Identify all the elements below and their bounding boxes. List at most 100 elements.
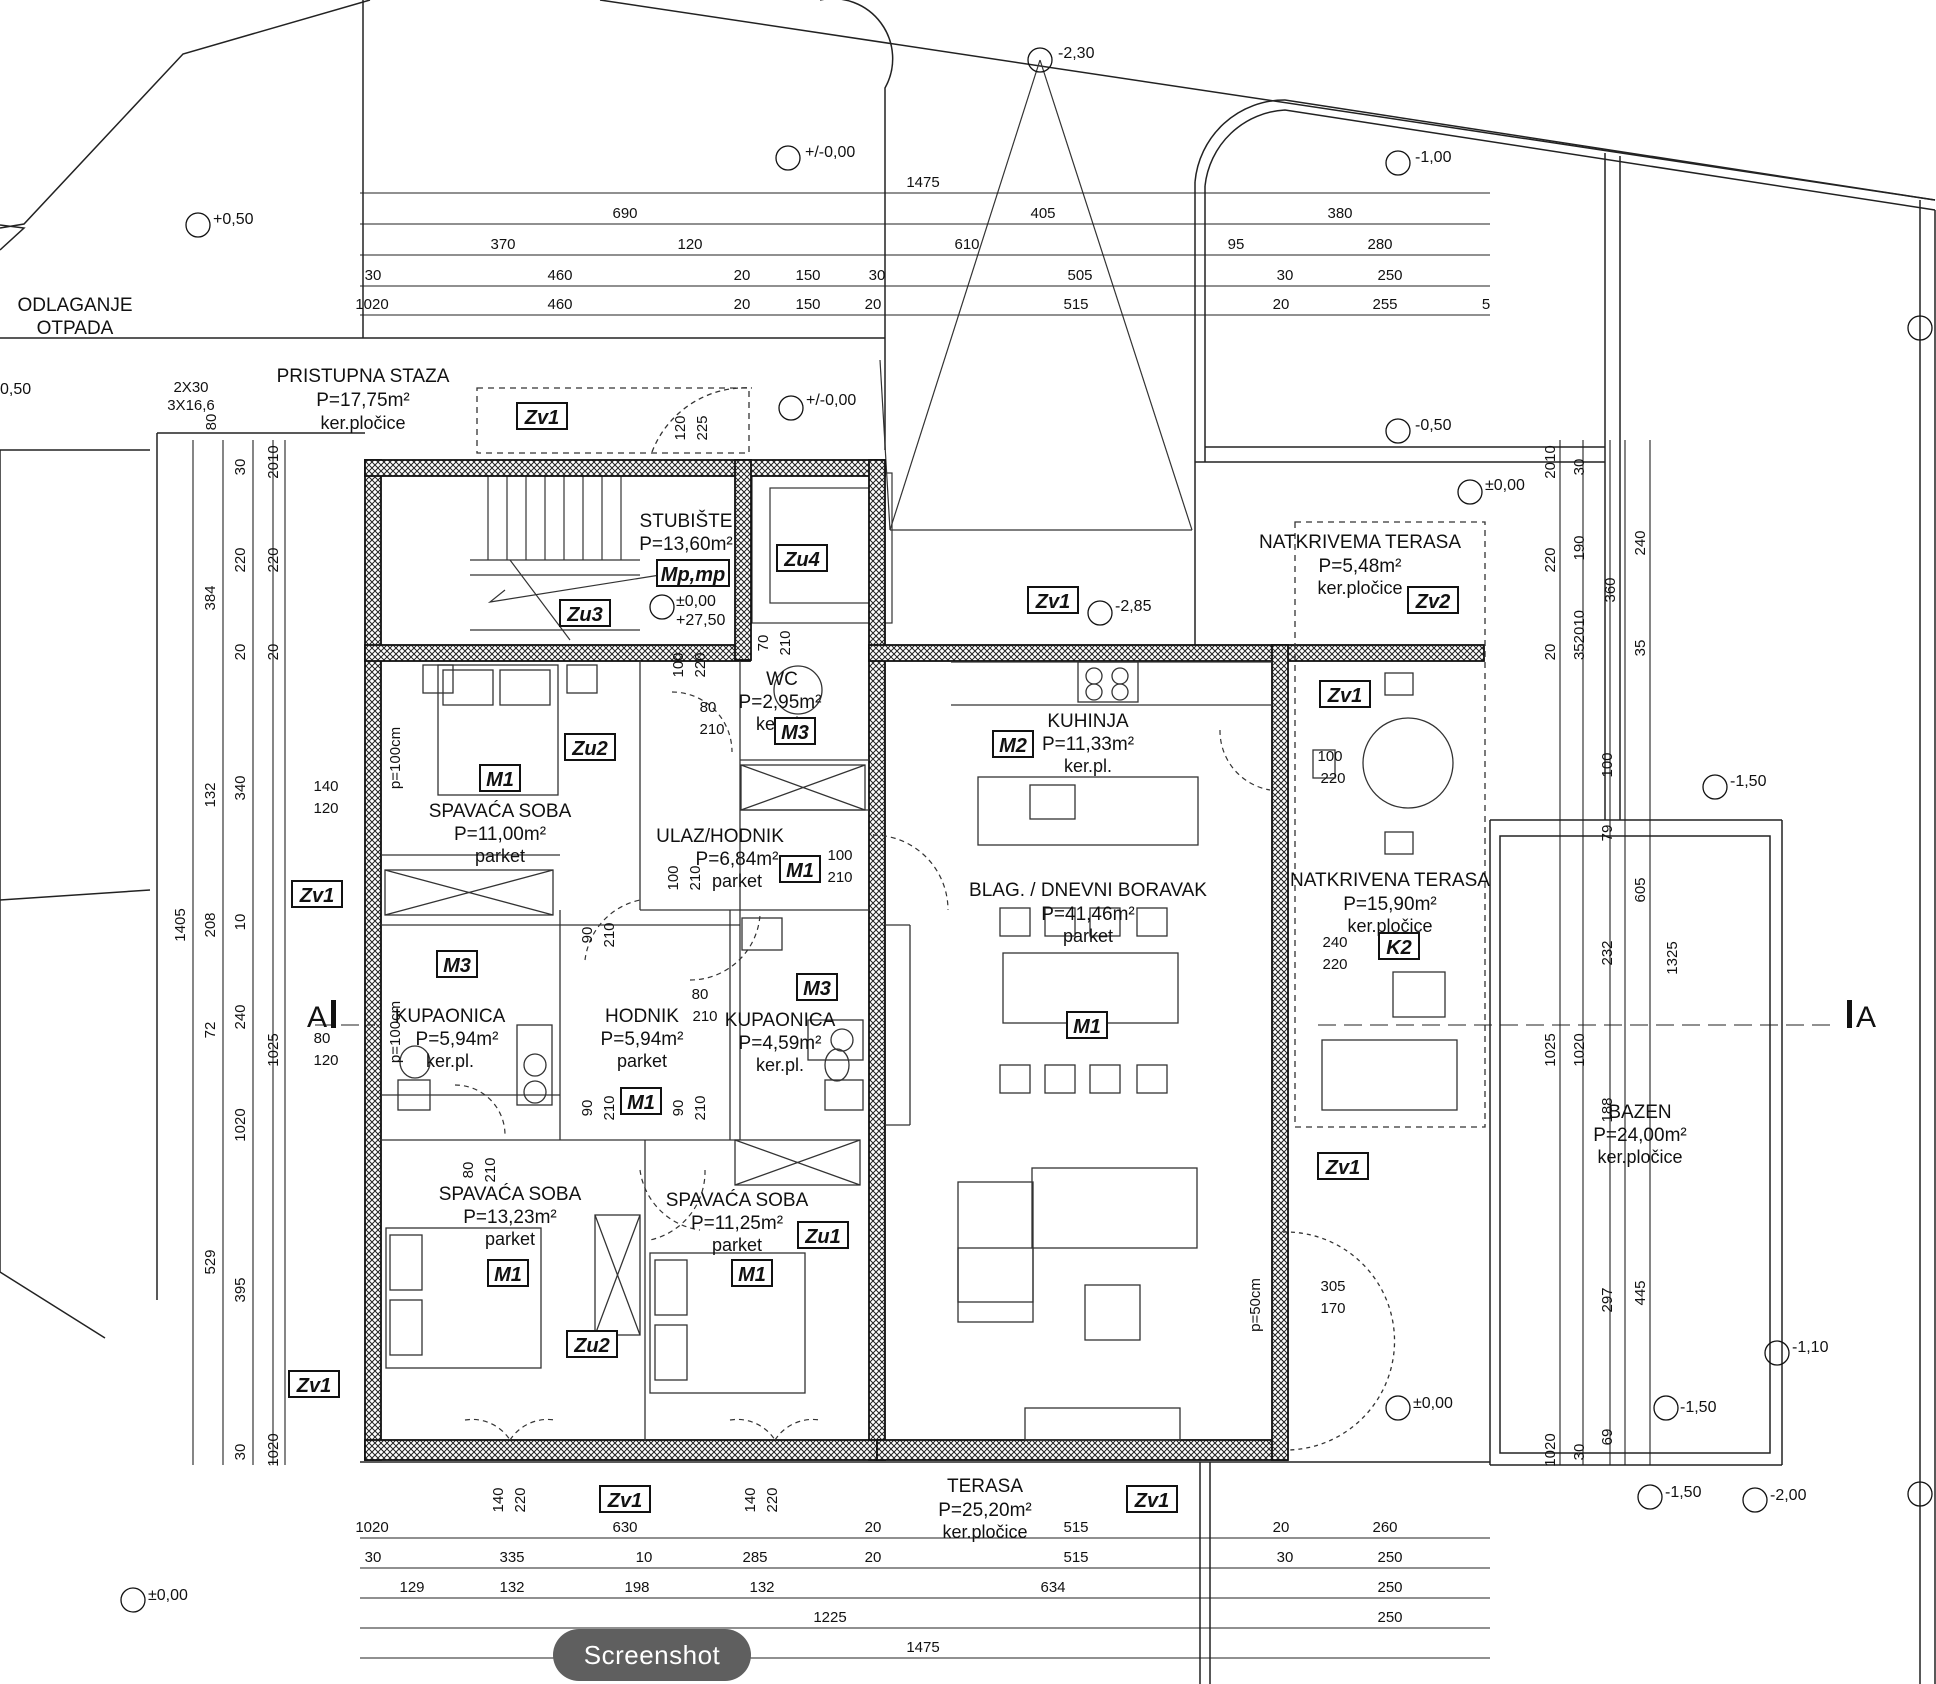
tag-mpmp: Mp,mp (661, 564, 725, 586)
dim-texts-bottom: 1020 630 20 515 20 260 30 335 10 285 20 … (355, 1519, 1402, 1656)
dim-top4-2: 20 (734, 267, 751, 284)
dim-bot1-2: 20 (865, 1519, 882, 1536)
dim-bot2-4: 20 (865, 1549, 882, 1566)
opening-o18a: 80 (460, 1162, 477, 1179)
room-ulaz-area: P=6,84m² (696, 849, 779, 870)
room-kuhinja-floor: ker.pl. (1064, 756, 1112, 776)
partitions (381, 387, 1486, 1451)
dim-bot4-1: 250 (1377, 1609, 1402, 1626)
dim-bot5-0: 1475 (906, 1639, 939, 1656)
tag-m1-d: M1 (627, 1092, 655, 1114)
dim-top2-1: 405 (1030, 205, 1055, 222)
dim-leftTotal-1: 1025 (265, 1033, 282, 1066)
tag-k2: K2 (1386, 937, 1412, 959)
opening-o6a: 90 (579, 927, 596, 944)
dim-top5-0: 1020 (355, 296, 388, 313)
room-bazen-area: P=24,00m² (1593, 1125, 1686, 1146)
dim-bot2-7: 250 (1377, 1549, 1402, 1566)
opening-o7b: 210 (692, 1008, 717, 1025)
dim-top2-0: 690 (612, 205, 637, 222)
dim-leftB-1: 220 (232, 547, 249, 572)
opening-o14a: 70 (755, 635, 772, 652)
dim-leftB-8: 30 (232, 1444, 249, 1461)
opening-p50: p=50cm (1247, 1278, 1264, 1332)
dim-top5-5: 515 (1063, 296, 1088, 313)
tag-m3-c: M3 (803, 978, 831, 1000)
dim-rightC-1: 35 (1632, 640, 1649, 657)
room-wc-area: P=2,95m² (739, 692, 822, 713)
dim-rightB-1: 190 (1571, 535, 1588, 560)
dim-bot2-5: 515 (1063, 1549, 1088, 1566)
dim-top5-3: 150 (795, 296, 820, 313)
screenshot-button[interactable]: Screenshot (553, 1629, 751, 1681)
dim-texts-top: 1475 690 405 380 370 120 610 95 280 30 4… (355, 174, 1490, 313)
level-pm000-b: +/-0,00 (806, 392, 856, 409)
room-wc-name: WC (766, 669, 798, 690)
opening-o12b: 220 (764, 1487, 781, 1512)
dim-bot3-0: 129 (399, 1579, 424, 1596)
dim-top3-0: 370 (490, 236, 515, 253)
room-stubiste-name: STUBIŠTE (640, 510, 733, 532)
room-dnevni-name: BLAG. / DNEVNI BORAVAK (969, 880, 1207, 901)
room-terasa-floor: ker.pločice (942, 1522, 1027, 1542)
tag-zu1: Zu1 (804, 1226, 841, 1248)
dim-rightB-6: 188 (1599, 1097, 1616, 1122)
tag-m1-a: M1 (486, 769, 514, 791)
dim-rightB-5: 232 (1599, 940, 1616, 965)
level-m110: -1,10 (1792, 1339, 1829, 1356)
dim-rightB-8: 69 (1599, 1429, 1616, 1446)
room-hodnik-name: HODNIK (605, 1006, 679, 1027)
opening-o9b: 220 (1322, 956, 1347, 973)
level-markers (120, 47, 1933, 1613)
opening-o4a: 80 (700, 699, 717, 716)
room-kupaonica2-name: KUPAONICA (725, 1010, 836, 1031)
level-m285: -2,85 (1115, 598, 1152, 615)
dim-top4-3: 150 (795, 267, 820, 284)
level-pm000c: ±0,00 (1413, 1395, 1453, 1412)
dim-leftA-3: 72 (202, 1022, 219, 1039)
opening-o6b: 210 (601, 922, 618, 947)
walls (364, 459, 1485, 1461)
dim-rightB-4: 79 (1599, 825, 1616, 842)
dim-rightC-2: 360 (1602, 577, 1619, 602)
dim-leftA-1: 132 (202, 782, 219, 807)
room-kuhinja-area: P=11,33m² (1042, 734, 1134, 755)
section-marks: A A (307, 1000, 1876, 1034)
opening-o17b: 210 (692, 1095, 709, 1120)
dim-leftA-2: 208 (202, 912, 219, 937)
level-stair: ±0,00 (676, 593, 716, 610)
level-pm000b: ±0,00 (1485, 477, 1525, 494)
dim-bot1-4: 20 (1273, 1519, 1290, 1536)
tag-zv1-g: Zv1 (607, 1490, 642, 1512)
room-terasa-name: TERASA (947, 1476, 1023, 1497)
dim-top4-0: 30 (365, 267, 382, 284)
room-dnevni-area: P=41,46m² (1041, 904, 1134, 925)
room-kupaonica2-floor: ker.pl. (756, 1055, 804, 1075)
level-m100: -1,00 (1415, 149, 1452, 166)
dim-rightA-0: 2010 (1542, 445, 1559, 478)
level-m230: -2,30 (1058, 45, 1095, 62)
level-pm000d: ±0,00 (148, 1587, 188, 1604)
opening-o12a: 140 (742, 1487, 759, 1512)
room-spavaca1-floor: parket (475, 846, 525, 866)
tag-zv1-f: Zv1 (296, 1375, 331, 1397)
opening-o9a: 240 (1322, 934, 1347, 951)
dim-bot2-2: 10 (636, 1549, 653, 1566)
dim-rightC-3: 605 (1632, 877, 1649, 902)
dim-texts-left: 384 132 208 72 529 30 220 20 340 10 240 … (172, 445, 282, 1466)
room-kupaonica2-area: P=4,59m² (739, 1033, 822, 1054)
room-spavaca2-name: SPAVAĆA SOBA (439, 1183, 582, 1205)
room-natkrivema-floor: ker.pločice (1317, 578, 1402, 598)
dim-leftB-4: 10 (232, 914, 249, 931)
dim-bot2-6: 30 (1277, 1549, 1294, 1566)
dim-top4-1: 460 (547, 267, 572, 284)
dim-rightD-0: 1020 (1571, 1033, 1588, 1066)
dim-top3-2: 610 (954, 236, 979, 253)
room-kupaonica1-name: KUPAONICA (395, 1006, 506, 1027)
dim-bot2-0: 30 (365, 1549, 382, 1566)
opening-o14b: 210 (777, 630, 794, 655)
opening-o5b: 210 (827, 869, 852, 886)
tag-zv2: Zv2 (1415, 591, 1450, 613)
